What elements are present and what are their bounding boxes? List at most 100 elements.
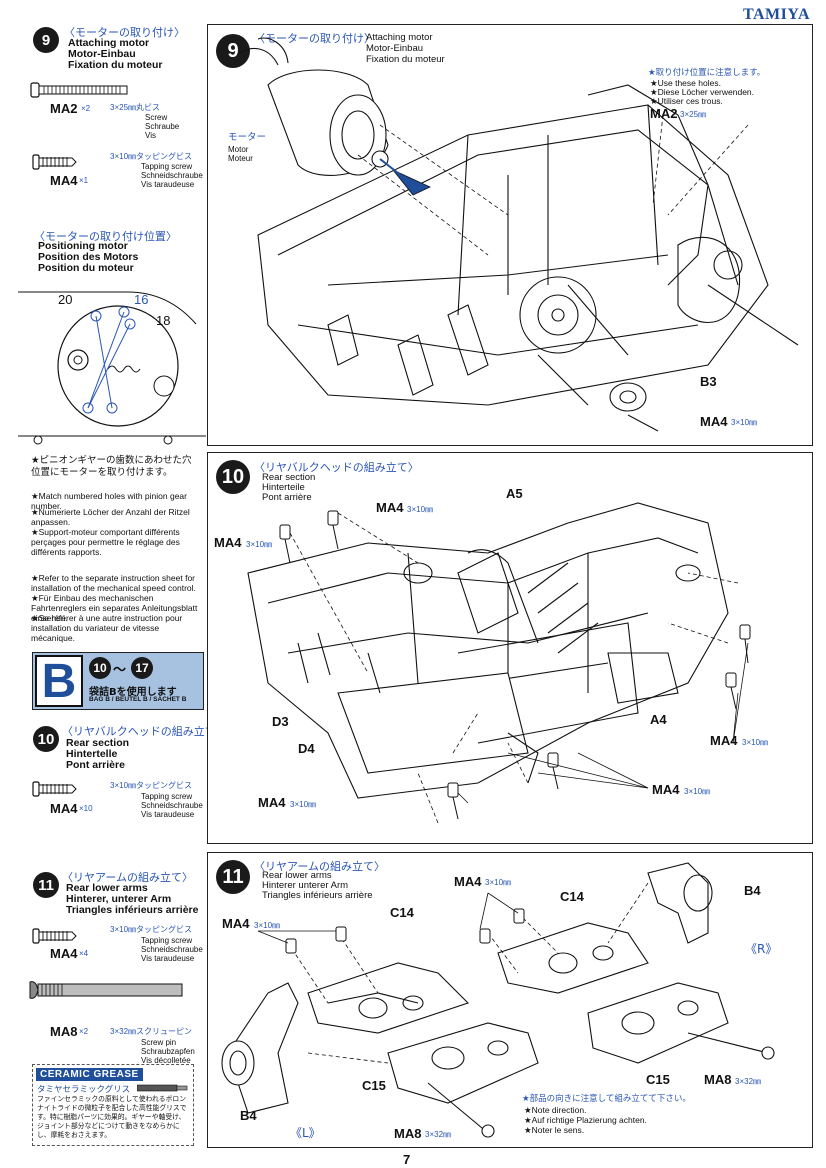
part-ma8-code-11: MA8 — [50, 1024, 78, 1039]
ma8-screw-pin-icon — [29, 981, 183, 999]
step-10-title-fr: Pont arrière — [66, 759, 125, 771]
panel-9-b3-label: B3 — [700, 374, 717, 389]
panel-9-note-en: ★Use these holes. — [650, 78, 721, 88]
panel-11-note-fr: ★Noter le sens. — [524, 1125, 585, 1135]
panel-11-number: 11 — [216, 860, 250, 894]
gear-label-20: 20 — [58, 292, 73, 307]
part-ma4-desc-fr-9: Vis taraudeuse — [141, 180, 195, 189]
panel-10-label-ma4-d-spec: 3×10㎜ — [684, 787, 711, 796]
panel-10-label-ma4-b: MA4 — [214, 535, 242, 550]
part-ma4-qty-11: ×4 — [79, 949, 89, 958]
panel-11-label-ma8-right-spec: 3×32㎜ — [735, 1077, 762, 1086]
grease-logo: CERAMIC GREASE — [36, 1068, 143, 1081]
note-pinion-de: ★Numerierte Löcher der Anzahl der Ritzel… — [31, 507, 190, 527]
page-number: 7 — [403, 1152, 411, 1167]
part-ma4-spec-10: 3×10㎜タッピングビス — [110, 781, 193, 790]
part-ma2-qty: ×2 — [81, 104, 91, 113]
part-ma4-desc-en-10: Tapping screw — [141, 792, 193, 801]
note-pinion-fr: ★Support-moteur comportant différents pe… — [31, 527, 180, 557]
panel-11-title-fr: Triangles inférieurs arrière — [262, 890, 373, 901]
positioning-title-en: Positioning motor — [38, 240, 128, 252]
note-pinion-en: ★Match numbered holes with pinion gear n… — [31, 491, 187, 511]
bag-use-jp: 袋詰Bを使用します — [89, 687, 177, 698]
grease-name-jp: タミヤセラミックグリス — [37, 1085, 131, 1095]
part-ma8-desc-en-11: Screw pin — [141, 1038, 177, 1047]
part-ma8-desc-fr-11: Vis décolletée — [141, 1056, 191, 1065]
panel-9-motor-jp: モーター — [228, 132, 267, 143]
panel-11-label-ma8-left: MA8 — [394, 1126, 422, 1141]
part-ma4-desc-de-11: Schneidschraube — [141, 945, 203, 954]
bag-range-from: 10 — [89, 657, 111, 679]
panel-11-label-c14-right: C14 — [560, 889, 584, 904]
part-ma8-spec-11: 3×32㎜スクリューピン — [110, 1027, 193, 1036]
ma4-screw-icon — [32, 154, 77, 170]
panel-11-label-c14-left: C14 — [390, 905, 414, 920]
panel-9-motor-en: Motor — [228, 145, 249, 154]
panel-11-note-en: ★Note direction. — [524, 1105, 587, 1115]
note-speed-control-en: ★Refer to the separate instruction sheet… — [31, 573, 196, 593]
step-10-title-jp: 〈リヤバルクヘッドの組み立て〉 — [62, 725, 227, 738]
panel-10-title-en: Rear section — [262, 472, 316, 483]
part-ma8-qty-11: ×2 — [79, 1027, 89, 1036]
panel-11-note-de: ★Auf richtige Plazierung achten. — [524, 1115, 647, 1125]
part-ma2-desc-de: Schraube — [145, 122, 180, 131]
part-ma4-spec-11: 3×10㎜タッピングビス — [110, 925, 193, 934]
panel-10-label-ma4-e-spec: 3×10㎜ — [290, 800, 317, 809]
panel-10-label-ma4-e: MA4 — [258, 795, 286, 810]
panel-11-label-c15-left: C15 — [362, 1078, 386, 1093]
panel-9-motor-fr: Moteur — [228, 154, 253, 163]
panel-10-label-ma4-a-spec: 3×10㎜ — [407, 505, 434, 514]
note-speed-control-fr: ★Se référer à une autre instruction pour… — [31, 613, 183, 643]
part-ma4-code-9: MA4 — [50, 173, 78, 188]
panel-10-label-ma4-c: MA4 — [710, 733, 738, 748]
panel-11-title-de: Hinterer unterer Arm — [262, 880, 349, 891]
step-10-title-de: Hintertelle — [66, 748, 118, 760]
positioning-title-de: Position des Motors — [38, 251, 139, 263]
panel-11-title-en: Rear lower arms — [262, 870, 332, 881]
panel-9-note-fr: ★Utiliser ces trous. — [650, 96, 723, 106]
part-ma4-qty-9: ×1 — [79, 176, 89, 185]
panel-10-label-ma4-b-spec: 3×10㎜ — [246, 540, 273, 549]
part-ma2-desc-fr: Vis — [145, 131, 156, 140]
panel-10-title-fr: Pont arrière — [262, 492, 312, 503]
part-ma4-desc-en-9: Tapping screw — [141, 162, 193, 171]
bag-b-box: B 10 〜 17 袋詰Bを使用します BAG B / BEUTEL B / S… — [32, 652, 204, 710]
bag-label: BAG B / BEUTEL B / SACHET B — [89, 696, 187, 703]
panel-step-10 — [207, 452, 813, 844]
note-pinion-jp: ★ピニオンギヤーの歯数にあわせた穴位置にモーターを取り付けます。 — [31, 455, 192, 478]
panel-11-label-c15-right: C15 — [646, 1072, 670, 1087]
panel-10-label-ma4-c-spec: 3×10㎜ — [742, 738, 769, 747]
part-ma2-code: MA2 — [50, 101, 78, 116]
step-11-title-en: Rear lower arms — [66, 882, 148, 894]
step-11-title-de: Hinterer, unterer Arm — [66, 893, 172, 905]
panel-10-title-jp: 〈リヤバルクヘッドの組み立て〉 — [254, 461, 419, 474]
step-10-number: 10 — [33, 726, 59, 752]
part-ma4-qty-10: ×10 — [79, 804, 93, 813]
ma4-screw-icon-11 — [32, 928, 77, 944]
panel-10-label-d3: D3 — [272, 714, 289, 729]
panel-9-ma2-spec: 3×25㎜ — [680, 110, 707, 119]
brand-logo: TAMIYA — [742, 6, 810, 23]
part-ma4-spec-9: 3×10㎜タッピングビス — [110, 152, 193, 161]
bag-range-to: 17 — [131, 657, 153, 679]
panel-10-label-a5: A5 — [506, 486, 523, 501]
ma2-screw-icon — [30, 82, 128, 98]
panel-11-label-ma8-right: MA8 — [704, 1072, 732, 1087]
panel-11-side-r: 《R》 — [745, 942, 778, 956]
panel-9-title-fr: Fixation du moteur — [366, 54, 445, 65]
part-ma4-desc-fr-11: Vis taraudeuse — [141, 954, 195, 963]
gear-label-18: 18 — [156, 313, 171, 328]
ceramic-grease-box: CERAMIC GREASE タミヤセラミックグリス ファインセラミックの原料と… — [32, 1064, 194, 1146]
part-ma4-desc-de-9: Schneidschraube — [141, 171, 203, 180]
panel-11-label-ma4-top-spec: 3×10㎜ — [485, 878, 512, 887]
bag-range-sep: 〜 — [113, 662, 127, 677]
step-11-number: 11 — [33, 872, 59, 898]
grease-text-jp: ファインセラミックの原料として使われるボロンナイトライドの微粒子を配合した高性能… — [37, 1095, 187, 1139]
panel-11-label-ma4-top: MA4 — [454, 874, 482, 889]
positioning-title-fr: Position du moteur — [38, 262, 134, 274]
panel-11-label-b4-right: B4 — [744, 883, 761, 898]
bag-b-letter: B — [35, 655, 83, 708]
panel-9-ma4-label: MA4 — [700, 414, 728, 429]
panel-9-note-jp: ★取り付け位置に注意します。 — [648, 68, 766, 78]
part-ma8-desc-de-11: Schraubzapfen — [141, 1047, 195, 1056]
